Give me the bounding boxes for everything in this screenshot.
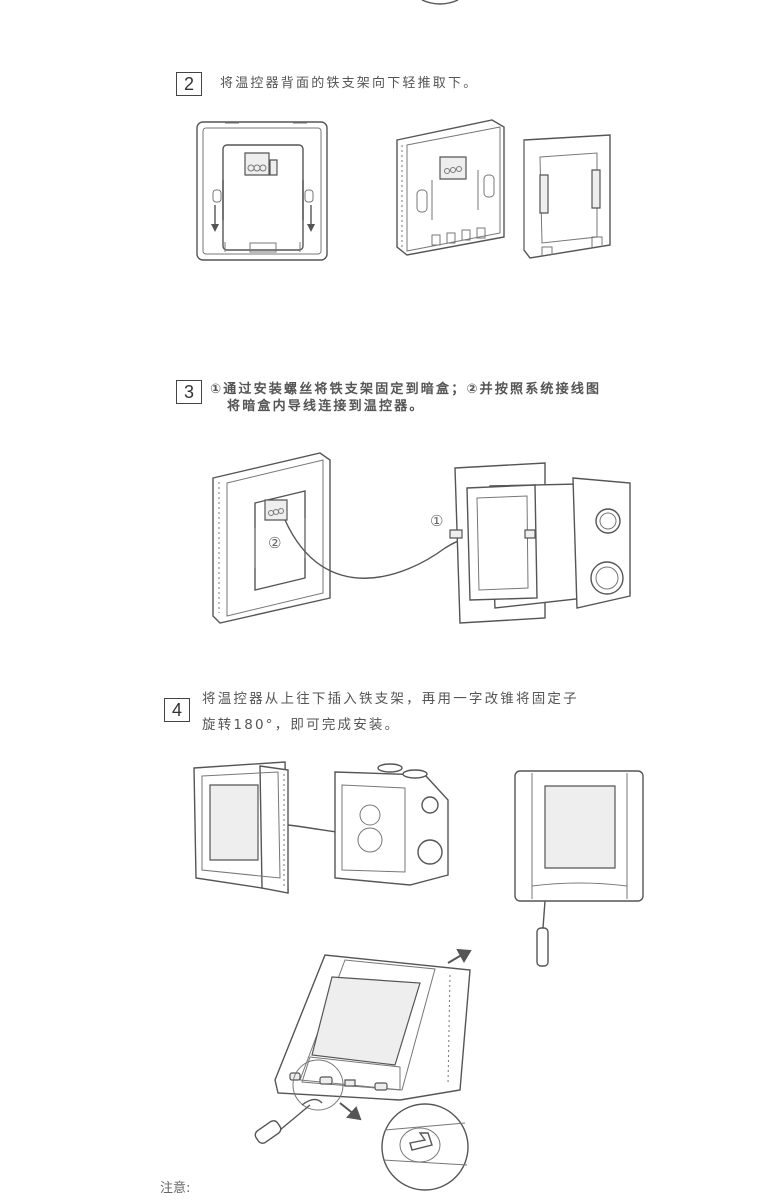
step-3-instruction-line-1: ①通过安装螺丝将铁支架固定到暗盒；②并按照系统接线图 bbox=[210, 382, 602, 397]
step-3-instruction-line-2: 将暗盒内导线连接到温控器。 bbox=[227, 399, 425, 414]
thermostat-back-view-illustration bbox=[195, 120, 335, 265]
step-4-number-box: 4 bbox=[164, 698, 190, 722]
thermostat-front-with-screwdriver-illustration bbox=[512, 768, 647, 968]
thermostat-and-bracket-separated-illustration bbox=[392, 115, 617, 265]
step-4-number: 4 bbox=[171, 700, 182, 720]
arrow-up-right bbox=[448, 950, 470, 963]
note-label: 注意: bbox=[160, 1181, 191, 1196]
step-2-instruction: 将温控器背面的铁支架向下轻推取下。 bbox=[220, 76, 479, 91]
step-3-number: 3 bbox=[183, 382, 194, 402]
arrow-down-right bbox=[340, 1103, 360, 1119]
step-2-number: 2 bbox=[183, 74, 194, 94]
wiring-to-junction-box-illustration: ② ① bbox=[205, 448, 635, 628]
step-4-instruction-line-2: 旋转180°，即可完成安装。 bbox=[202, 717, 401, 733]
callout-1: ① bbox=[430, 512, 443, 530]
previous-illustration-fragment bbox=[0, 0, 776, 10]
screwdriver-icon bbox=[537, 928, 548, 966]
step-4-instruction-line-1: 将温控器从上往下插入铁支架，再用一字改锥将固定子 bbox=[202, 691, 579, 707]
rotate-fixing-piece-illustration bbox=[250, 945, 480, 1190]
step-2-number-box: 2 bbox=[176, 72, 202, 96]
callout-2: ② bbox=[268, 534, 281, 552]
thermostat-inserted-into-box-illustration bbox=[190, 760, 460, 900]
screwdriver-icon bbox=[253, 1119, 282, 1145]
step-3-number-box: 3 bbox=[176, 380, 202, 404]
